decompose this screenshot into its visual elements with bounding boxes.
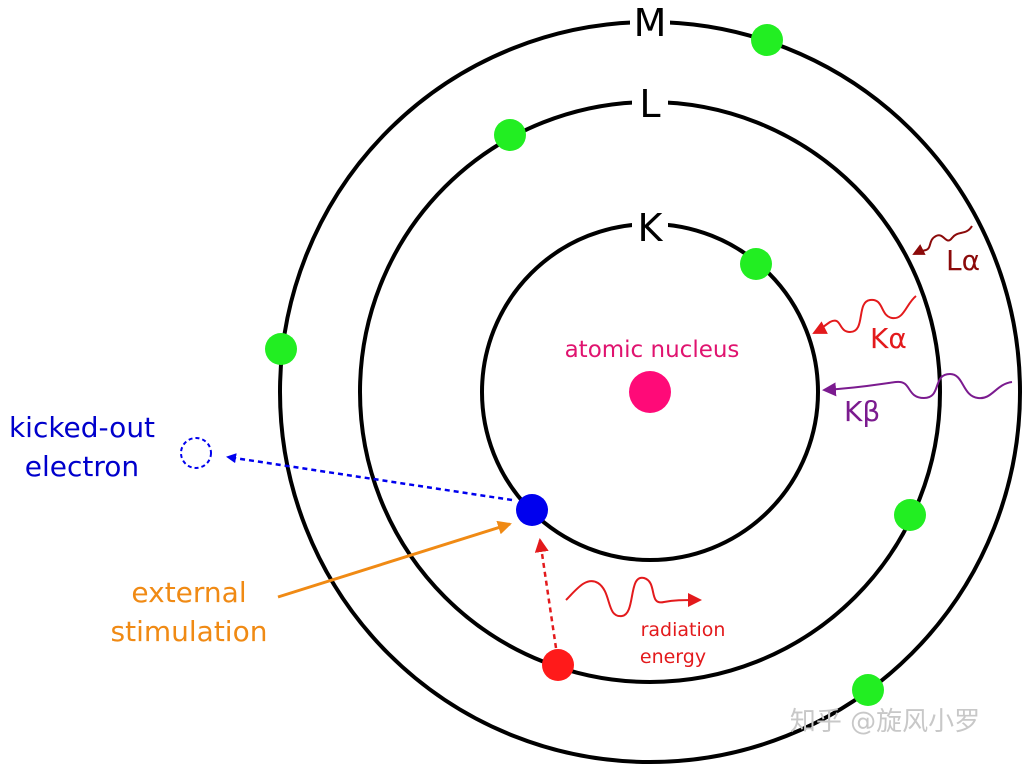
- stimulation-label-line1: external: [131, 576, 246, 609]
- shell-l-label: L: [639, 82, 660, 126]
- radiation-label-line2: energy: [640, 646, 706, 668]
- shell-m-label: M: [634, 1, 667, 45]
- k-alpha-label: Kα: [870, 322, 907, 355]
- kicked-out-label-line2: electron: [25, 450, 139, 483]
- k-beta-label: Kβ: [844, 395, 880, 428]
- kicked-out-label-line1: kicked-out: [9, 411, 155, 444]
- transition-arrow: [534, 538, 558, 649]
- electron-m-2: [265, 333, 297, 365]
- k-beta-wave-arrow: [822, 372, 1013, 400]
- electron-l-2: [894, 499, 926, 531]
- shell-l-label-bg: [632, 84, 668, 122]
- electron-k-1: [740, 248, 772, 280]
- l-alpha-label: Lα: [946, 244, 980, 277]
- l-alpha-wave-arrow: [912, 225, 973, 255]
- electron-l-1: [494, 119, 526, 151]
- kicked-electron: [516, 494, 548, 526]
- stimulation-label-line2: stimulation: [111, 615, 268, 648]
- vacancy-electron: [542, 649, 574, 681]
- watermark: 知乎 @旋风小罗: [790, 707, 980, 737]
- electron-m-1: [751, 24, 783, 56]
- radiation-wave-arrow: [565, 576, 702, 618]
- electron-m-3: [852, 674, 884, 706]
- shell-k-label: K: [638, 206, 664, 250]
- radiation-label-line1: radiation: [641, 619, 726, 641]
- shell-m-label-bg: [630, 2, 670, 40]
- nucleus-label: atomic nucleus: [565, 337, 740, 363]
- k-alpha-wave-arrow: [812, 295, 917, 334]
- shell-k-label-bg: [632, 206, 668, 244]
- stimulation-arrow: [277, 520, 512, 599]
- kicked-out-electron-ghost: [180, 437, 212, 469]
- atomic-nucleus: [629, 371, 671, 413]
- kicked-path-arrow: [226, 453, 513, 502]
